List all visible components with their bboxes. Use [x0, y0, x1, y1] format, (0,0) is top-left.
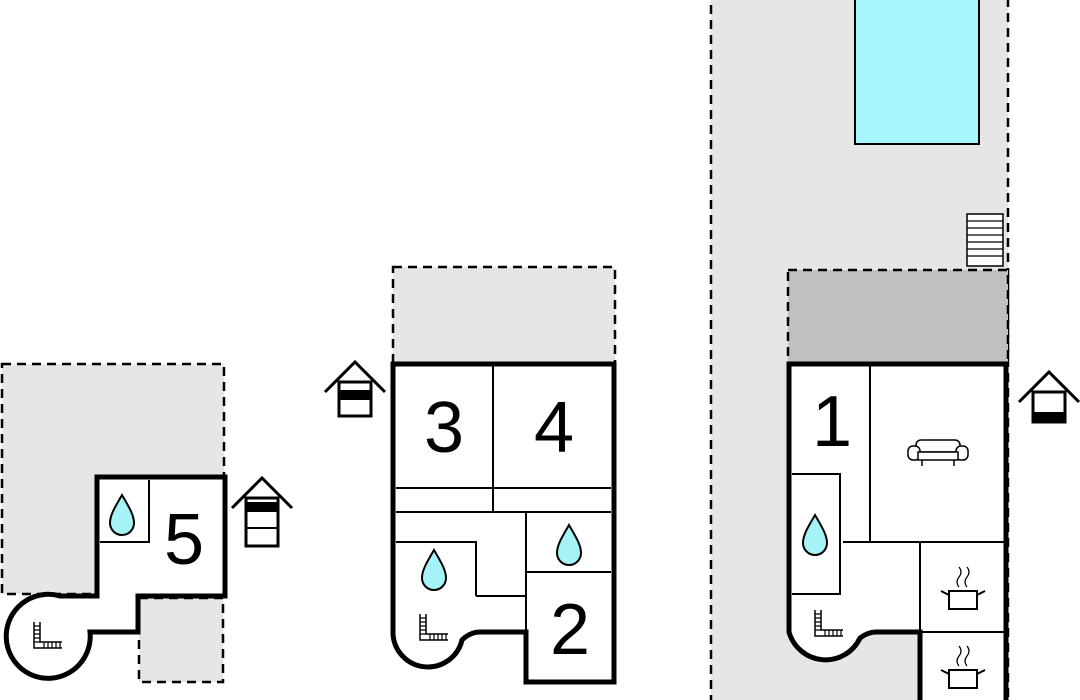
outdoor-area-2 [391, 265, 617, 365]
room-5-label: 5 [164, 500, 204, 580]
pool-icon [854, 0, 980, 145]
house-icon [1017, 369, 1080, 424]
room-4-label: 4 [534, 388, 574, 468]
room-1-label: 1 [812, 382, 852, 462]
building-2: 3 4 2 [323, 265, 617, 685]
sofa-icon [907, 439, 969, 466]
house-icon [230, 475, 294, 548]
room-2-label: 2 [550, 590, 590, 670]
building-2-outline [390, 361, 617, 685]
outdoor-area-4 [137, 596, 225, 684]
building-1: 1 [709, 0, 1080, 700]
building-3: 5 [0, 362, 294, 684]
building-3-outline [3, 474, 228, 681]
staircase-icon [966, 213, 1004, 267]
room-3-label: 3 [424, 388, 464, 468]
house-icon [323, 359, 387, 418]
covered-terrace [786, 268, 1010, 365]
